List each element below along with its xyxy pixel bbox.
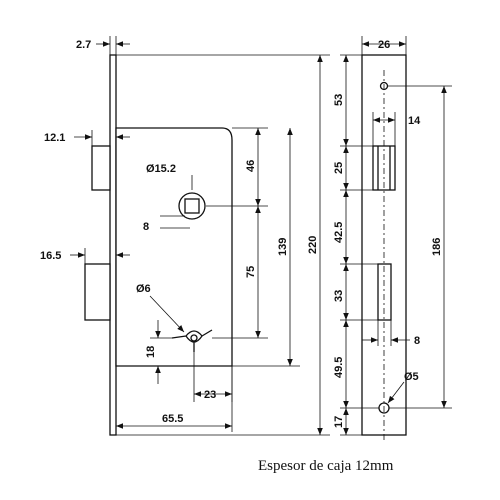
dim-keyhole-diameter: Ø6: [136, 283, 151, 295]
dim-latch-width: 14: [408, 115, 421, 127]
spindle-square: [184, 198, 200, 214]
dim-screw-spacing: 186: [431, 238, 443, 256]
left-view: [84, 54, 233, 436]
dim-faceplate-height: 220: [307, 236, 319, 254]
faceplate-side: [109, 54, 117, 436]
latch-bolt: [91, 145, 111, 191]
dim-latch-to-bolt: 42.5: [333, 222, 345, 243]
dim-screw-to-bottom: 17: [333, 416, 345, 428]
dead-bolt: [84, 263, 111, 321]
left-view-dimensions: [70, 36, 330, 436]
dim-latch-height: 25: [333, 162, 345, 174]
dim-faceplate-width: 26: [378, 39, 390, 51]
right-view-labels: 26 53 14 25 42.5 33 8 49.5 17 Ø5 186: [333, 39, 443, 428]
bolt-opening: [377, 263, 392, 321]
dim-screw-diameter: Ø5: [404, 371, 419, 383]
dim-top-to-latch: 53: [333, 94, 345, 106]
dim-latch-projection: 12.1: [44, 132, 65, 144]
dim-keyhole-offset: 23: [204, 389, 216, 401]
dim-bolt-to-screw: 49.5: [333, 357, 345, 378]
dim-bolt-width: 8: [414, 335, 420, 347]
dim-keyhole-to-bottom: 18: [145, 346, 157, 358]
right-view-dimensions: [340, 36, 452, 440]
dim-bolt-height: 33: [333, 290, 345, 302]
dim-spindle-square: 8: [143, 221, 149, 233]
dim-case-height: 139: [277, 238, 289, 256]
dim-spindle-to-top: 46: [245, 160, 257, 172]
dim-faceplate-thickness: 2.7: [76, 39, 91, 51]
dim-spindle-to-keyhole: 75: [245, 266, 257, 278]
dim-bolt-projection: 16.5: [40, 250, 61, 262]
left-view-labels: 2.7 12.1 16.5 Ø15.2 8 46 75 139 220 Ø6 1…: [40, 39, 319, 425]
dim-backset: 65.5: [162, 413, 183, 425]
lock-case: [115, 127, 233, 367]
caption: Espesor de caja 12mm: [258, 458, 394, 474]
keyhole-center: [190, 334, 198, 342]
dim-spindle-diameter: Ø15.2: [146, 163, 176, 175]
